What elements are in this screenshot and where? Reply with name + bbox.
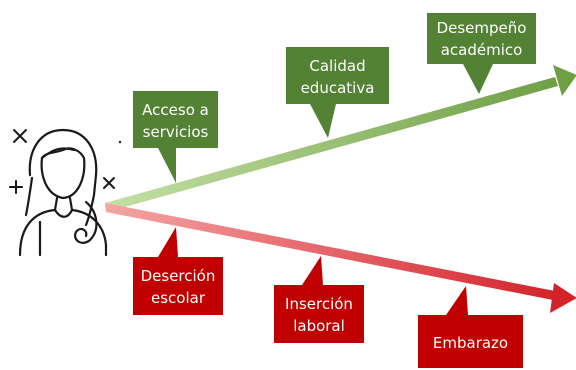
callout-line: Acceso a [142,101,209,119]
positive-arrow-shaft [105,77,558,212]
callout-line: Embarazo [433,334,508,352]
callout-acceso-servicios: Acceso a servicios [133,91,218,183]
callout-desercion-escolar: Deserción escolar [133,227,223,315]
negative-arrow-head [550,283,576,313]
callout-insercion-laboral: Inserción laboral [274,256,364,343]
sparkle-dot-icon [118,140,122,144]
negative-arrow-shaft [105,203,560,301]
callout-line: laboral [293,317,345,335]
callout-line: Desempeño [437,19,527,37]
callout-line: servicios [143,123,209,141]
sparkle-cross-icon [9,129,115,194]
callout-line: escolar [151,289,206,307]
callout-line: Inserción [285,295,353,313]
callout-desempeno-academico: Desempeño académico [427,13,536,94]
callout-embarazo: Embarazo [418,286,523,368]
negative-path-arrow [105,203,576,313]
positive-arrow-head [553,65,576,96]
callout-line: educativa [301,79,375,97]
positive-path-arrow [105,65,576,212]
girl-outline-icon [18,128,108,257]
callout-line: Deserción [141,267,216,285]
callout-calidad-educativa: Calidad educativa [286,47,389,138]
callout-line: Calidad [309,57,365,75]
callout-line: académico [441,41,523,59]
